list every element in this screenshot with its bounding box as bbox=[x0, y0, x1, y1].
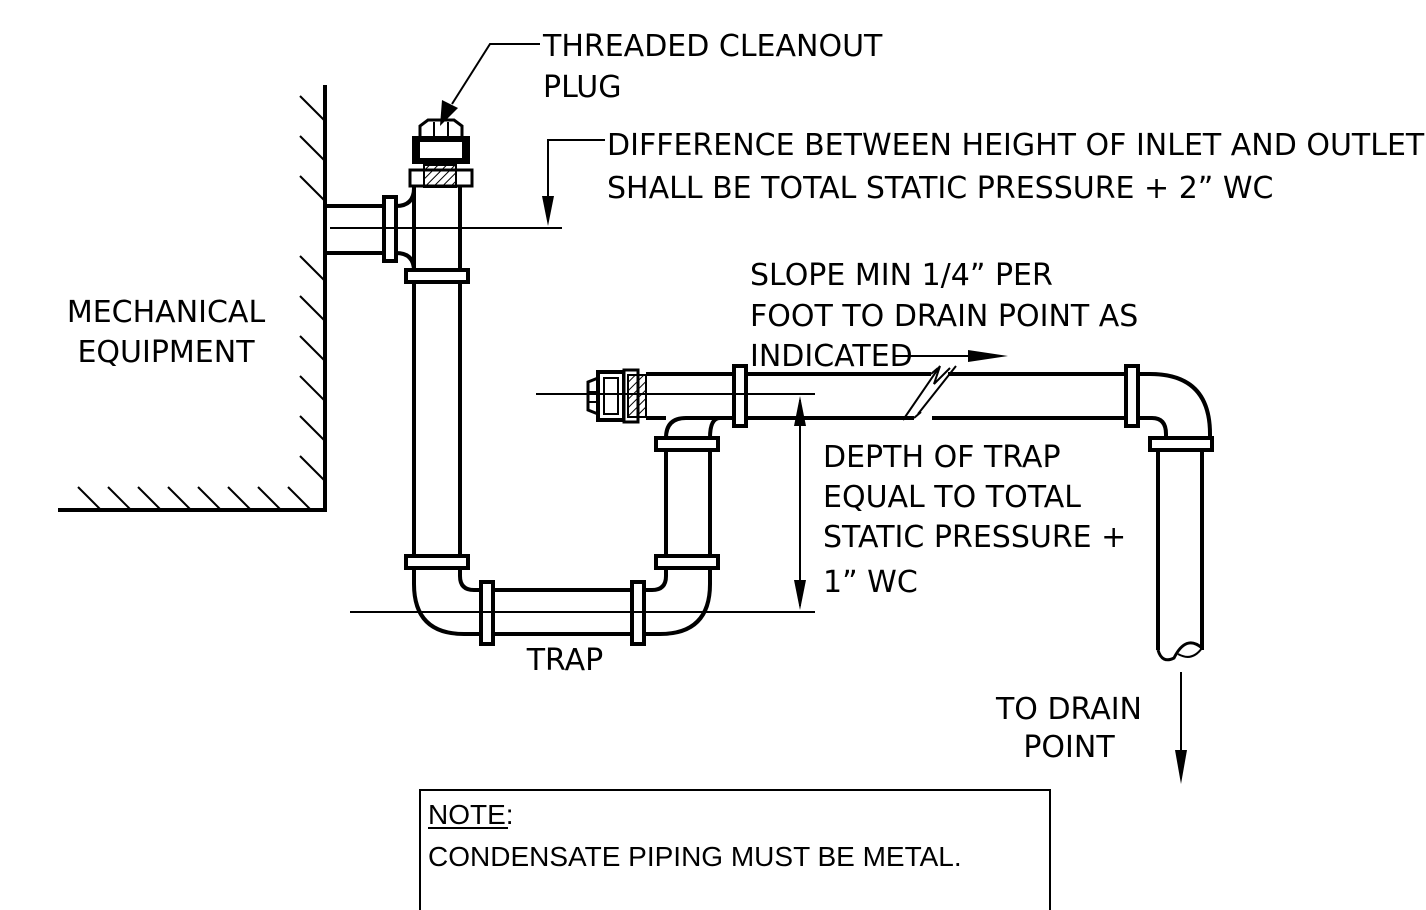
equipment-label: MECHANICAL EQUIPMENT bbox=[67, 295, 266, 370]
cleanout-leader-arrow bbox=[440, 43, 540, 126]
trap-depth-dimension bbox=[794, 396, 806, 610]
cleanout-label: THREADED CLEANOUT PLUG bbox=[542, 29, 883, 105]
drain-label: TO DRAIN POINT bbox=[995, 692, 1142, 765]
cleanout-label-line1: THREADED CLEANOUT bbox=[542, 29, 883, 64]
outlet-cleanout-plug bbox=[586, 368, 647, 424]
reference-lines bbox=[330, 227, 815, 613]
equipment-label-line1: MECHANICAL bbox=[67, 295, 266, 330]
drain-arrow bbox=[1175, 672, 1187, 784]
note-box: NOTE: CONDENSATE PIPING MUST BE METAL. bbox=[419, 789, 1051, 910]
cleanout-label-line2: PLUG bbox=[543, 70, 622, 105]
outlet-pipe bbox=[646, 364, 1214, 662]
trap-depth-label: DEPTH OF TRAP EQUAL TO TOTAL STATIC PRES… bbox=[823, 440, 1126, 600]
slope-label-line1: SLOPE MIN 1/4” PER bbox=[750, 258, 1053, 293]
trap-label: TRAP bbox=[526, 643, 604, 678]
slope-label-line3: INDICATED bbox=[750, 339, 913, 374]
equipment-label-line2: EQUIPMENT bbox=[77, 335, 255, 370]
height-difference-line2: SHALL BE TOTAL STATIC PRESSURE + 2” WC bbox=[607, 171, 1273, 206]
trap-depth-line3: STATIC PRESSURE + bbox=[823, 520, 1126, 555]
trap-depth-line1: DEPTH OF TRAP bbox=[823, 440, 1061, 475]
note-text: CONDENSATE PIPING MUST BE METAL. bbox=[428, 841, 962, 872]
slope-label: SLOPE MIN 1/4” PER FOOT TO DRAIN POINT A… bbox=[750, 258, 1138, 374]
cleanout-plug bbox=[408, 118, 474, 188]
height-difference-line1: DIFFERENCE BETWEEN HEIGHT OF INLET AND O… bbox=[607, 128, 1425, 163]
drain-label-line1: TO DRAIN bbox=[995, 692, 1142, 727]
height-difference-leader bbox=[542, 139, 605, 226]
slope-arrow bbox=[895, 350, 1008, 362]
drain-label-line2: POINT bbox=[1023, 730, 1115, 765]
trap-depth-line4: 1” WC bbox=[823, 565, 918, 600]
note-heading: NOTE: bbox=[428, 799, 514, 830]
vertical-riser bbox=[404, 186, 470, 571]
slope-label-line2: FOOT TO DRAIN POINT AS bbox=[750, 299, 1138, 334]
inlet-pipe bbox=[325, 187, 416, 272]
wall-hatching bbox=[77, 95, 326, 511]
equipment-wall bbox=[58, 85, 327, 512]
height-difference-label: DIFFERENCE BETWEEN HEIGHT OF INLET AND O… bbox=[607, 128, 1425, 206]
trap-depth-line2: EQUAL TO TOTAL bbox=[823, 480, 1081, 515]
